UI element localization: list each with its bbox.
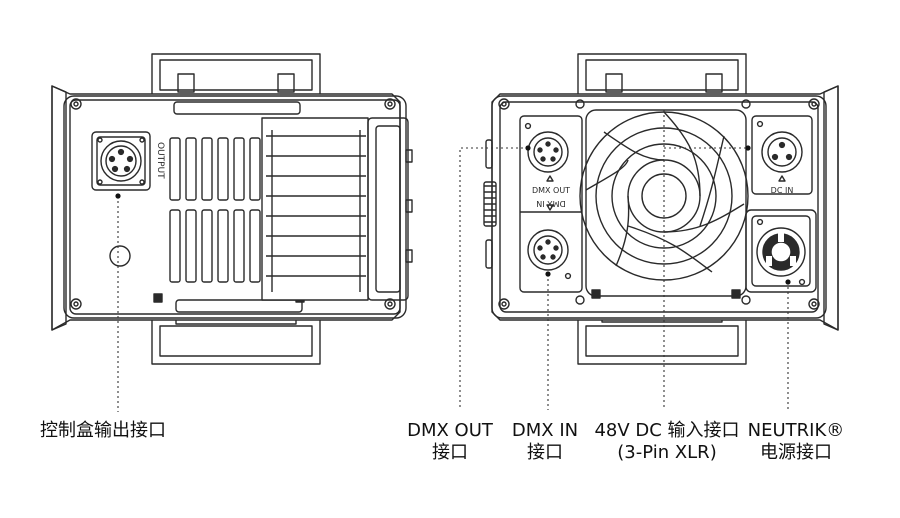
left-unit: [51, 53, 413, 365]
fan-grille: [579, 109, 749, 297]
label-dmx-out-line1: DMX OUT: [407, 420, 493, 441]
dc-in-panel-label: DC IN: [771, 186, 794, 195]
leader-lines: [117, 110, 789, 412]
label-control-output-text: 控制盒输出接口: [40, 420, 166, 441]
label-dc-input-line1: 48V DC 输入接口: [594, 420, 740, 441]
right-unit: [483, 53, 839, 365]
label-neutrik-line1: NEUTRIK®: [747, 420, 845, 441]
label-dmx-out: DMX OUT 接口: [400, 420, 500, 464]
label-neutrik: NEUTRIK® 电源接口: [746, 420, 846, 464]
label-dc-input-line2: (3-Pin XLR): [617, 442, 717, 463]
dmx-out-panel-label: DMX OUT: [532, 186, 570, 195]
label-dmx-in-line2: 接口: [527, 442, 563, 463]
output-panel-label: OUTPUT: [155, 142, 165, 179]
label-control-output: 控制盒输出接口: [40, 420, 190, 442]
label-dc-input: 48V DC 输入接口 (3-Pin XLR): [592, 420, 742, 464]
dmx-in-panel-label: DMX IN: [536, 199, 565, 208]
label-dmx-in: DMX IN 接口: [500, 420, 590, 464]
vent-slots: [169, 137, 261, 283]
heatsink-fins: [266, 130, 366, 292]
label-neutrik-line2: 电源接口: [760, 442, 832, 463]
label-dmx-in-line1: DMX IN: [511, 420, 579, 441]
label-dmx-out-line2: 接口: [432, 442, 468, 463]
